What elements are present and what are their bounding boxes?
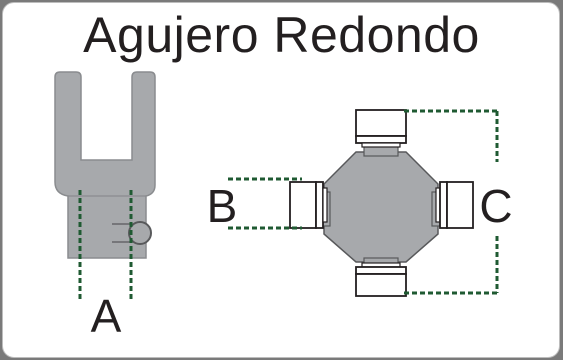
yoke-part	[54, 71, 156, 259]
round-hole-icon	[128, 221, 152, 245]
dimension-c	[404, 109, 499, 295]
dimension-a	[78, 190, 133, 302]
dimension-b	[228, 177, 302, 230]
left-bearing-cap-icon	[289, 181, 328, 229]
bottom-bearing-cap-icon	[355, 262, 407, 297]
yoke-body	[54, 71, 156, 259]
right-bearing-cap-icon	[435, 181, 474, 229]
cross-part	[289, 109, 474, 297]
dimension-label-a: A	[91, 290, 122, 342]
cross-center	[323, 151, 439, 263]
diagram-title: Agujero Redondo	[83, 7, 480, 63]
dimension-label-c: C	[479, 180, 512, 232]
dimension-label-b: B	[207, 180, 238, 232]
top-bearing-cap-icon	[355, 109, 407, 148]
